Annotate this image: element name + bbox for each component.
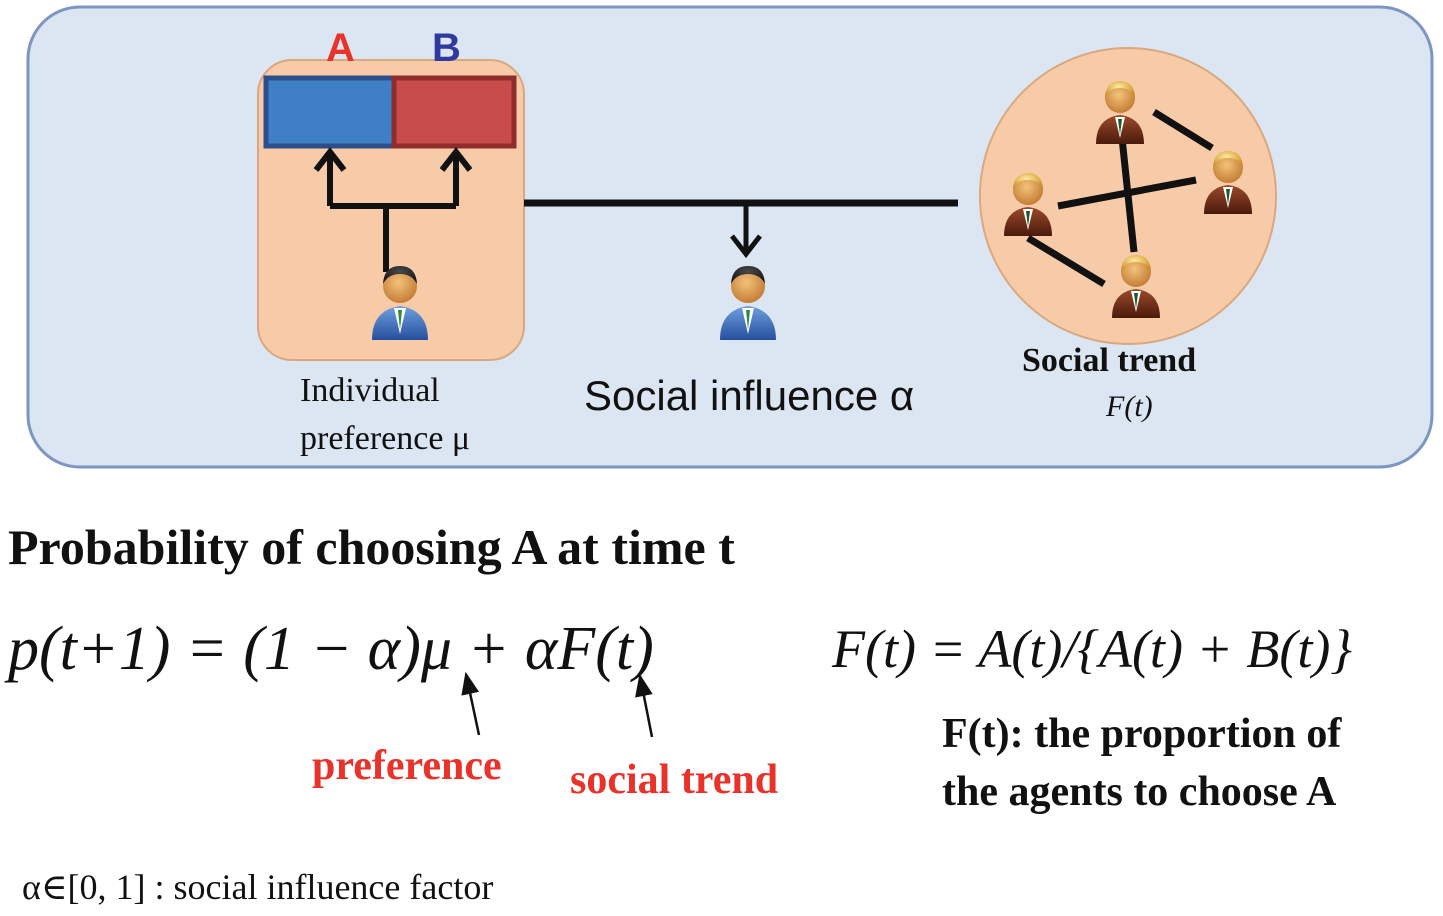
annotation-arrows	[461, 671, 654, 738]
social-trend-symbol: F(t)	[1106, 390, 1153, 423]
influence-connector	[524, 199, 958, 259]
annotation-preference: preference	[312, 743, 502, 789]
individual-label: Individual	[300, 372, 440, 409]
annotation-social-trend: social trend	[570, 757, 779, 803]
choice-b-label: B	[432, 26, 461, 70]
preference-label: preference μ	[300, 420, 471, 457]
choice-a-label: A	[326, 26, 355, 70]
formula-heading: Probability of choosing A at time t	[8, 519, 735, 575]
social-network-links	[1026, 109, 1214, 287]
definition-line-2: the agents to choose A	[942, 769, 1337, 815]
choice-b-bar	[391, 75, 517, 149]
social-influence-label: Social influence α	[584, 372, 915, 419]
alpha-note: α∈[0, 1] : social influence factor	[22, 867, 494, 907]
definition-line-1: F(t): the proportion of	[942, 711, 1342, 757]
social-trend-label: Social trend	[1022, 342, 1197, 379]
trend-equation: F(t) = A(t)/{A(t) + B(t)}	[832, 619, 1352, 679]
choice-a-bar	[263, 75, 397, 149]
main-equation: p(t+1) = (1 − α)μ + αF(t)	[8, 615, 654, 683]
preference-arrows	[313, 147, 473, 272]
